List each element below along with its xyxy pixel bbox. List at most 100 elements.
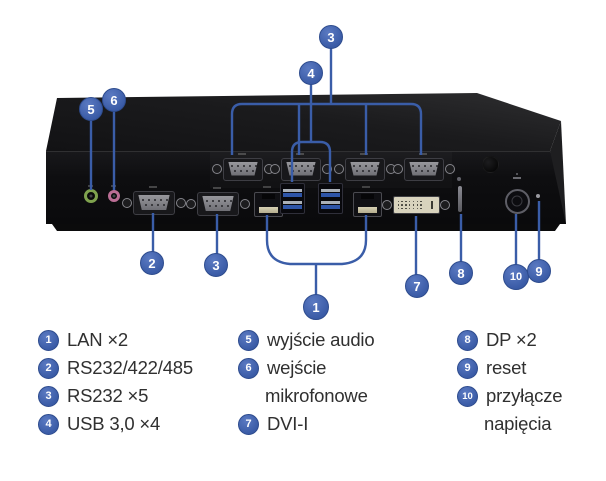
pin — [289, 165, 291, 167]
pin — [307, 165, 309, 167]
rs232-port-top-1-screw-left — [212, 164, 222, 174]
lan-port-2-notch — [360, 193, 374, 199]
legend-label: USB 3,0 ×4 — [67, 413, 161, 434]
mic-in-jack — [108, 190, 120, 202]
rs232-port-top-3 — [345, 157, 385, 181]
dvi-pin — [412, 200, 415, 203]
legend-label: mikrofonowe — [265, 385, 368, 406]
power-connector-icon — [513, 177, 521, 179]
pin — [304, 170, 306, 172]
pin — [353, 165, 355, 167]
rs232-port-top-2-screw-right — [322, 164, 332, 174]
pin — [154, 199, 156, 201]
pin — [231, 165, 233, 167]
lan-port-1-label-mark — [263, 186, 271, 188]
usb3-stack-2-tongue-0 — [320, 189, 340, 192]
pin — [295, 165, 297, 167]
dvi-pin — [397, 204, 400, 206]
rs232-port-top-1 — [223, 157, 263, 181]
pin — [212, 200, 214, 202]
legend-label: reset — [486, 357, 527, 378]
usb3-stack-1-tongue-3 — [282, 204, 302, 209]
callout-rs232-port-bottom: 3 — [204, 253, 228, 277]
power-connector-icon-dot — [516, 173, 518, 175]
usb3-stack-1 — [279, 183, 305, 214]
dvi-pin — [412, 207, 415, 210]
dvi-pin — [416, 200, 419, 203]
dvi-pin — [405, 200, 407, 203]
pin — [227, 205, 229, 207]
pin — [160, 199, 162, 201]
pin — [359, 165, 361, 167]
pin — [142, 199, 144, 201]
callout-power-connector: 10 — [503, 264, 529, 290]
audio-out-jack — [84, 189, 98, 203]
dvi-pin — [408, 207, 411, 210]
vent-hole — [482, 156, 499, 173]
pin — [163, 204, 165, 206]
pin — [313, 165, 315, 167]
rs232-port-top-3-label-mark — [360, 152, 368, 155]
pin — [421, 170, 423, 172]
pin — [240, 170, 242, 172]
legend-row: 3 RS232 ×5 — [38, 382, 193, 410]
dvi-pin — [397, 200, 400, 203]
dvi-i-port-screw-left — [382, 200, 392, 210]
rs232-422-485-port-label-mark — [149, 186, 157, 188]
pin — [249, 165, 251, 167]
legend-label: RS232 ×5 — [67, 385, 149, 406]
dvi-pin — [401, 204, 403, 206]
chassis-bottom-edge — [52, 224, 560, 231]
rs232-port-bottom — [197, 192, 239, 216]
rs232-port-bottom-screw-left — [186, 199, 196, 209]
pin — [310, 170, 312, 172]
pin — [427, 170, 429, 172]
lan-port-2-contacts — [357, 206, 377, 213]
legend-number-badge: 3 — [38, 385, 59, 407]
legend-label: DP ×2 — [486, 329, 537, 350]
pin — [215, 205, 217, 207]
audio-out-jack-hole — [89, 194, 93, 198]
rs232-port-top-4 — [404, 157, 444, 181]
legend-number-badge: 6 — [238, 357, 259, 379]
legend-number-badge: 9 — [457, 357, 478, 379]
pin — [255, 165, 257, 167]
dvi-pin — [408, 204, 411, 206]
pin — [371, 165, 373, 167]
callout-rs232-422-485-port: 2 — [140, 251, 164, 275]
lan-port-1-contacts — [258, 206, 278, 213]
dvi-pin — [405, 207, 407, 210]
legend-row: napięcia — [457, 410, 562, 438]
leader-line-5 — [290, 140, 332, 182]
pin — [221, 205, 223, 207]
rs232-port-bottom-screw-right — [240, 199, 250, 209]
callout-dp-ports: 8 — [449, 261, 473, 285]
pin — [433, 170, 435, 172]
rs232-422-485-port-screw-left — [122, 198, 132, 208]
pin — [243, 165, 245, 167]
dvi-i-port — [392, 196, 440, 214]
pin — [252, 170, 254, 172]
legend-label: przyłącze — [486, 385, 563, 406]
pin — [374, 170, 376, 172]
usb3-stack-1-tongue-0 — [282, 189, 302, 192]
dvi-pin — [420, 200, 422, 203]
pin — [157, 204, 159, 206]
callout-mic-in-jack: 6 — [102, 88, 126, 112]
dvi-i-port-screw-right — [440, 200, 450, 210]
legend-number-badge: 5 — [238, 329, 259, 351]
pin — [430, 165, 432, 167]
pin — [237, 165, 239, 167]
callout-audio-out-jack: 5 — [79, 97, 103, 121]
dp-ports — [458, 186, 462, 212]
